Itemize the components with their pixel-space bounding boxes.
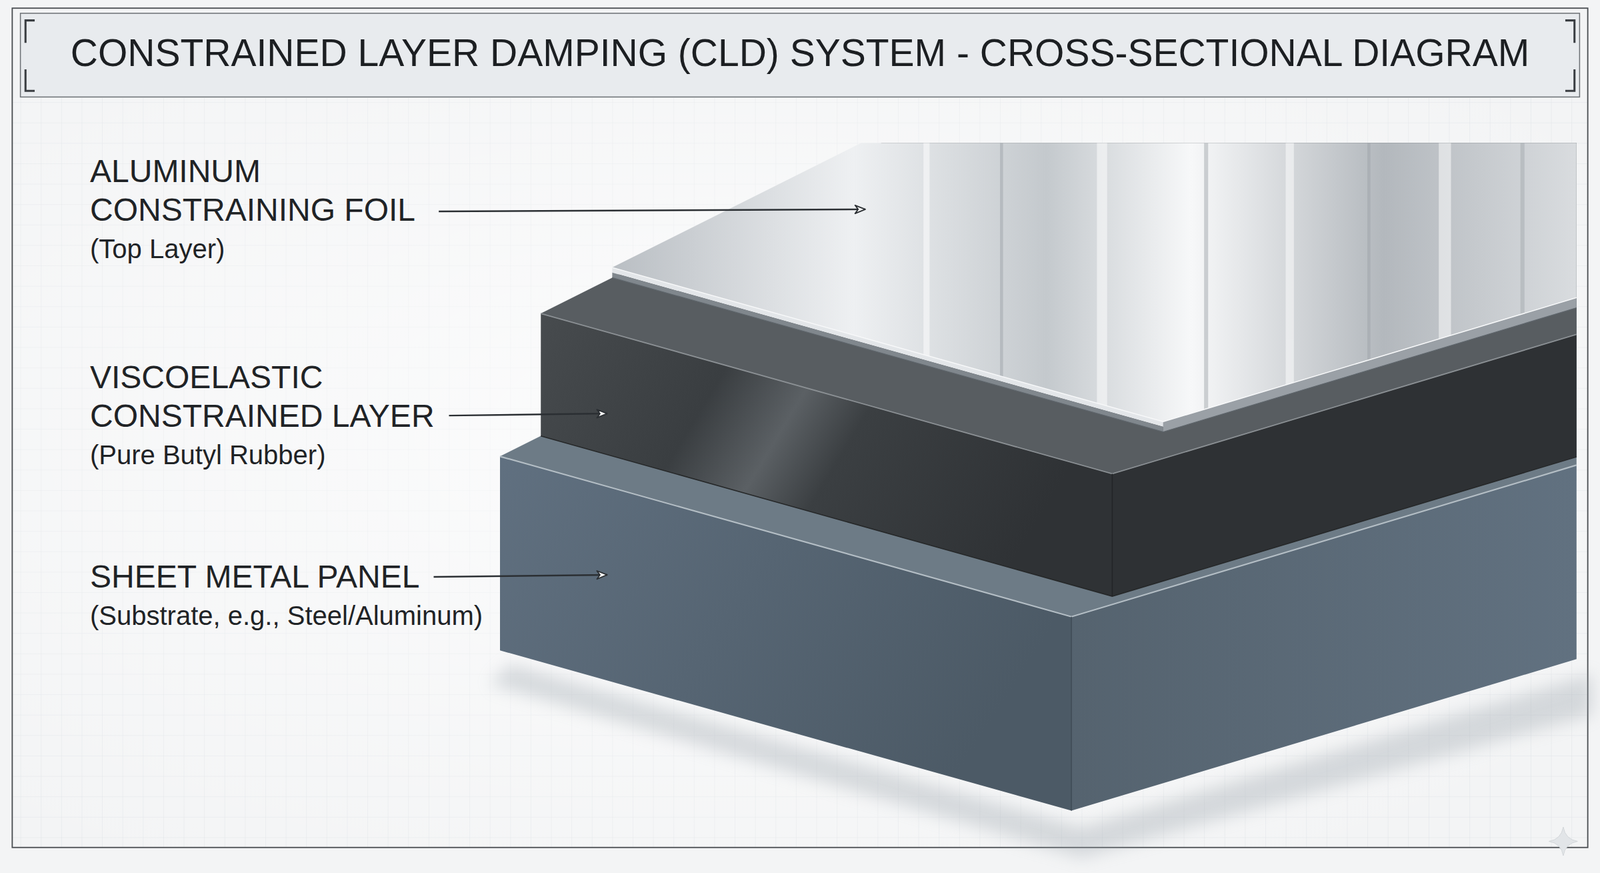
layer-sublabel: (Substrate, e.g., Steel/Aluminum) [90,596,483,635]
layer-sublabel: (Pure Butyl Rubber) [90,435,326,474]
layer-label: SHEET METAL PANEL [90,557,464,596]
diagram-title: CONSTRAINED LAYER DAMPING (CLD) SYSTEM -… [70,30,1530,75]
layer-label: VISCOELASTIC CONSTRAINED LAYER [90,358,464,436]
layer-label: ALUMINUM CONSTRAINING FOIL [90,152,464,230]
layer-sublabel: (Top Layer) [90,229,225,268]
title-box: CONSTRAINED LAYER DAMPING (CLD) SYSTEM -… [20,9,1580,96]
